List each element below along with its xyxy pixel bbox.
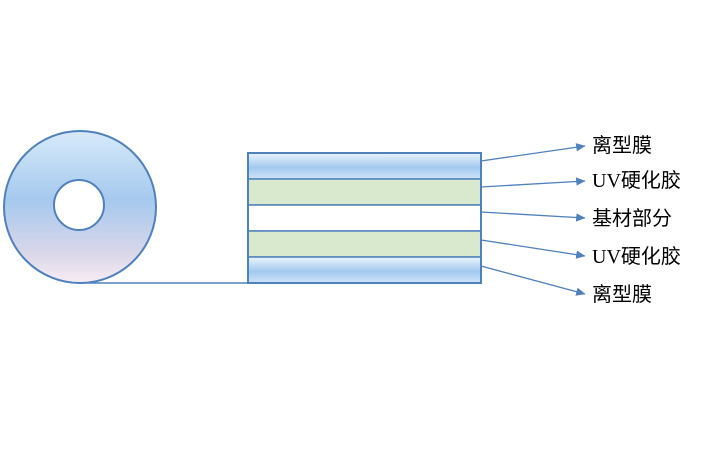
layer-uv-adhesive-top xyxy=(247,178,482,206)
arrow-uv-adhesive-bottom xyxy=(480,239,586,259)
label-uv-adhesive-top: UV硬化胶 xyxy=(592,169,681,192)
tape-roll-core xyxy=(53,179,105,231)
arrow-substrate xyxy=(480,211,586,222)
label-release-film-top: 离型膜 xyxy=(592,134,652,157)
arrow-release-film-top xyxy=(480,143,586,162)
layer-substrate xyxy=(247,204,482,232)
arrow-release-film-bottom xyxy=(480,265,586,296)
layer-release-film-top xyxy=(247,152,482,180)
stack-outline xyxy=(247,152,482,284)
label-release-film-bottom: 离型膜 xyxy=(592,283,652,306)
label-substrate: 基材部分 xyxy=(592,207,672,230)
label-uv-adhesive-bottom: UV硬化胶 xyxy=(592,245,681,268)
layer-uv-adhesive-bottom xyxy=(247,230,482,258)
arrow-uv-adhesive-top xyxy=(480,177,586,188)
layer-release-film-bottom xyxy=(247,256,482,284)
